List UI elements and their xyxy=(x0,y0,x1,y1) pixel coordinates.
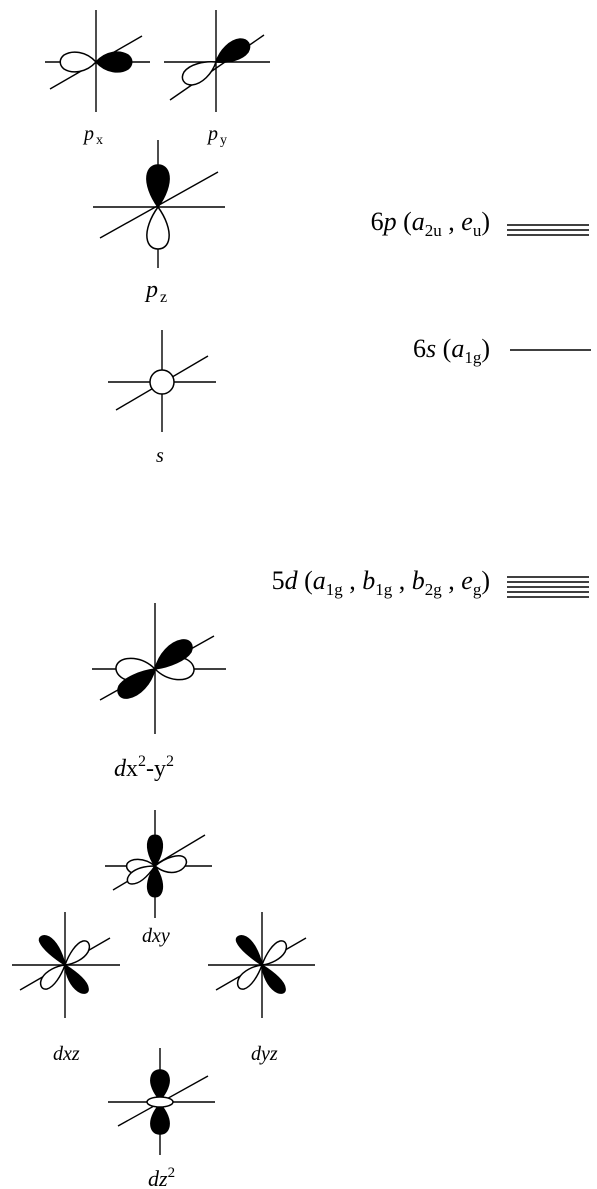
s-label: s xyxy=(156,445,164,467)
dx2-y2-label: dx2-y2 xyxy=(114,753,174,782)
level-5d-lines xyxy=(507,576,589,598)
px-orbital-icon xyxy=(45,10,150,112)
dz2-orbital-icon xyxy=(108,1048,215,1155)
level-6p-lines xyxy=(507,224,589,236)
level-5d-label: 5d (a1g , b1g , b2g , eg) xyxy=(272,566,490,599)
dyz-label: dyz xyxy=(251,1043,278,1065)
py-orbital-icon xyxy=(164,10,270,112)
dyz-orbital-icon xyxy=(208,912,315,1018)
dxy-orbital-icon xyxy=(105,810,212,918)
dxz-label: dxz xyxy=(53,1043,80,1065)
dx2-y2-orbital-icon xyxy=(92,603,226,734)
level-6p-label: 6p (a2u , eu) xyxy=(371,207,490,240)
dxz-orbital-icon xyxy=(12,912,120,1018)
dz2-label: dz2 xyxy=(148,1165,175,1189)
pz-orbital-icon xyxy=(93,140,225,268)
dxy-label: dxy xyxy=(142,925,170,947)
level-6s-label: 6s (a1g) xyxy=(413,334,490,367)
s-orbital-icon xyxy=(108,330,216,432)
